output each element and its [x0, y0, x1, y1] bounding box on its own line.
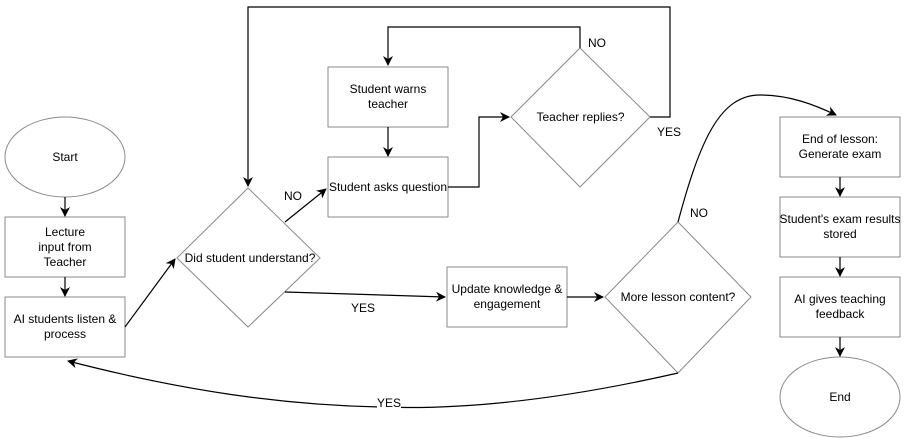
stored-label: Student's exam results stored: [779, 212, 901, 241]
edge-replies-no: [383, 26, 581, 66]
did-student-understand-decision: [176, 187, 321, 328]
more-label: More lesson content?: [620, 289, 736, 304]
exam-label: End of lesson: Generate exam: [798, 132, 882, 161]
understand-yes-label: YES: [351, 301, 376, 315]
edge-understand-no: [284, 188, 327, 223]
replies-yes-label: YES: [657, 125, 682, 139]
understand-no-label: NO: [284, 189, 302, 203]
warns-label: Student warns teacher: [349, 82, 427, 111]
edge-more-no: [677, 94, 837, 223]
student-warns-teacher-node: [327, 66, 449, 128]
edge-understand-yes: [284, 291, 446, 302]
end-of-lesson-node: [779, 116, 901, 178]
listen-label: AI students listen & process: [13, 312, 117, 341]
edge-listen-to-understand: [124, 258, 176, 328]
teacher-replies-decision: [510, 47, 651, 188]
more-no-label: NO: [690, 206, 708, 220]
end-node: [779, 356, 901, 438]
more-yes-label: YES: [377, 396, 402, 410]
teaching-feedback-node: [779, 276, 901, 338]
edge-more-yes: [67, 358, 679, 409]
feedback-label: AI gives teaching feedback: [794, 292, 886, 321]
edge-asks-to-replies: [448, 112, 510, 188]
lecture-label: Lecture input from Teacher: [38, 224, 92, 269]
update-knowledge-node: [446, 266, 568, 328]
end-label: End: [829, 389, 851, 404]
lecture-input-node: [4, 216, 126, 278]
start-label: Start: [52, 149, 78, 164]
ai-students-listen-node: [4, 296, 126, 358]
edge-replies-yes: [243, 6, 671, 187]
student-asks-question-node: [327, 156, 449, 218]
update-label: Update knowledge & engagement: [451, 282, 563, 311]
exam-results-stored-node: [779, 196, 901, 258]
asks-label: Student asks question: [328, 179, 448, 194]
replies-no-label: NO: [588, 36, 606, 50]
understand-label: Did student understand?: [184, 250, 316, 265]
replies-label: Teacher replies?: [536, 109, 625, 124]
